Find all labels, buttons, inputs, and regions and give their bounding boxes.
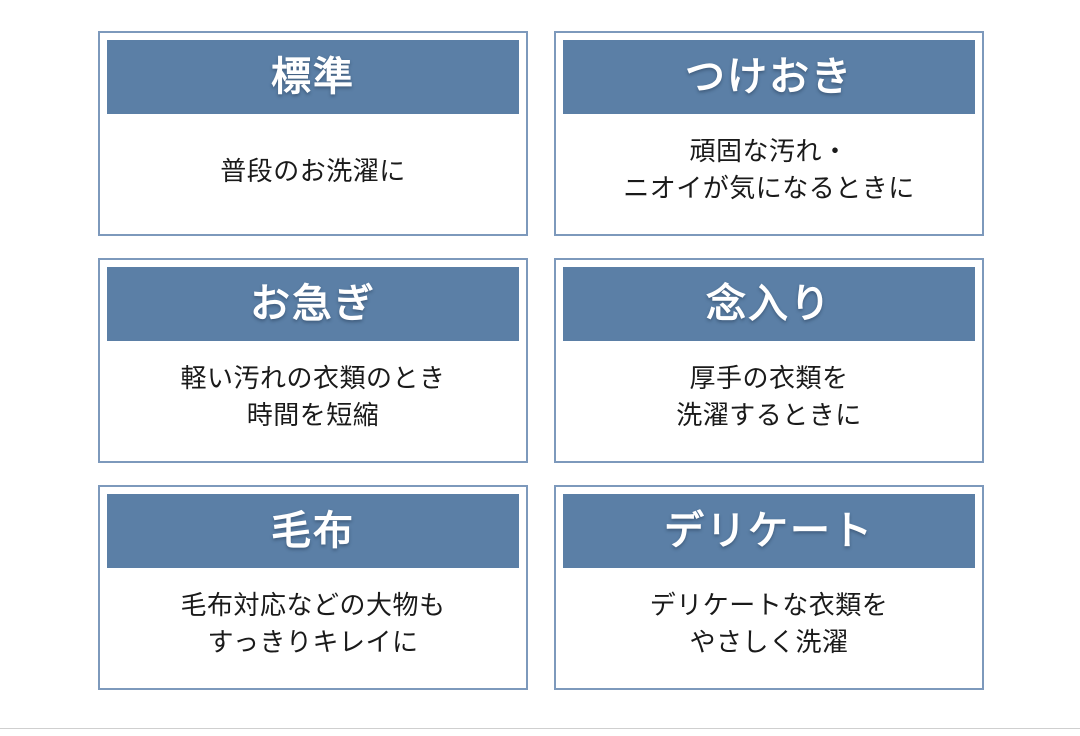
- course-card-thorough[interactable]: 念入り 厚手の衣類を 洗濯するときに: [554, 258, 984, 463]
- course-card-delicate[interactable]: デリケート デリケートな衣類を やさしく洗濯: [554, 485, 984, 690]
- course-description: 厚手の衣類を 洗濯するときに: [676, 364, 862, 431]
- course-title: お急ぎ: [250, 281, 376, 327]
- course-card-header: 念入り: [563, 267, 975, 341]
- course-title: デリケート: [664, 508, 874, 554]
- course-card-body: デリケートな衣類を やさしく洗濯: [556, 568, 982, 688]
- course-card-body: 厚手の衣類を 洗濯するときに: [556, 341, 982, 461]
- course-card-header: お急ぎ: [107, 267, 519, 341]
- course-card-header: 毛布: [107, 494, 519, 568]
- course-card-body: 頑固な汚れ・ ニオイが気になるときに: [556, 114, 982, 234]
- course-card-soak[interactable]: つけおき 頑固な汚れ・ ニオイが気になるときに: [554, 31, 984, 236]
- course-description: デリケートな衣類を やさしく洗濯: [649, 591, 889, 658]
- course-title: つけおき: [685, 54, 853, 100]
- course-card-header: つけおき: [563, 40, 975, 114]
- course-description: 毛布対応などの大物も すっきりキレイに: [180, 591, 446, 658]
- course-description: 軽い汚れの衣類のとき 時間を短縮: [180, 364, 446, 431]
- course-card-body: 毛布対応などの大物も すっきりキレイに: [100, 568, 526, 688]
- course-title: 毛布: [271, 508, 355, 554]
- wash-course-grid: 標準 普段のお洗濯に つけおき 頑固な汚れ・ ニオイが気になるときに お急ぎ 軽…: [98, 31, 984, 703]
- course-card-header: デリケート: [563, 494, 975, 568]
- course-card-header: 標準: [107, 40, 519, 114]
- bottom-strip: [0, 729, 1080, 736]
- bottom-divider: [0, 728, 1080, 729]
- course-description: 普段のお洗濯に: [220, 156, 406, 187]
- course-card-blanket[interactable]: 毛布 毛布対応などの大物も すっきりキレイに: [98, 485, 528, 690]
- course-description: 頑固な汚れ・ ニオイが気になるときに: [623, 137, 915, 204]
- course-title: 標準: [271, 54, 355, 100]
- course-card-quick[interactable]: お急ぎ 軽い汚れの衣類のとき 時間を短縮: [98, 258, 528, 463]
- course-card-standard[interactable]: 標準 普段のお洗濯に: [98, 31, 528, 236]
- course-card-body: 軽い汚れの衣類のとき 時間を短縮: [100, 341, 526, 461]
- course-card-body: 普段のお洗濯に: [100, 114, 526, 234]
- course-title: 念入り: [706, 281, 832, 327]
